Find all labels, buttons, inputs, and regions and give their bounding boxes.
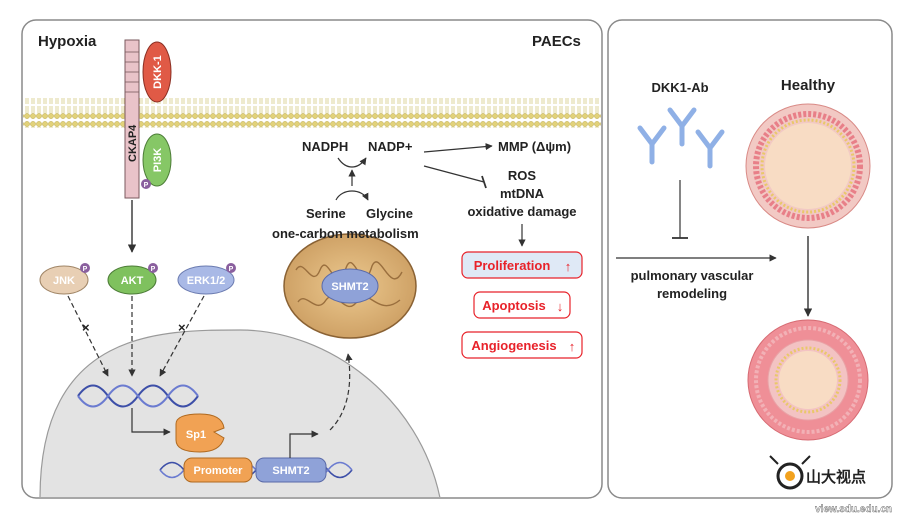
proliferation-arrow: ↑ [565,259,572,274]
jnk-kinase [39,265,89,295]
proliferation-label: Proliferation [474,258,551,273]
pi3k-phospho-label: P [144,182,149,189]
transcription-arrow [289,430,319,458]
dkk1-ligand [142,41,172,103]
sp1-label: Sp1 [186,429,206,441]
sp1-factor [175,413,225,453]
mmp-label: MMP (Δψm) [498,139,571,154]
dna-to-sp1-arrow [131,408,171,436]
apoptosis-box [473,291,571,319]
pi3k-enzyme [142,133,172,187]
jnk-block-mark: × [82,320,90,335]
nadp-to-mmp-arrow [423,142,493,153]
akt-label: AKT [121,275,144,287]
remodeled-vessel [747,319,869,441]
ros-label: ROS [508,168,537,183]
jnk-phospho-badge [80,263,90,273]
watermark-name: 山大视点 [806,468,866,486]
gene-to-mito-arrow [329,353,353,431]
glycine-label: Glycine [366,206,413,221]
angiogenesis-label: Angiogenesis [471,338,556,353]
watermark-url: view.sdu.edu.cn [815,504,892,515]
metabolism-label: one-carbon metabolism [272,226,419,241]
nadp-inhibits-ros-line [423,165,485,183]
cell-membrane [23,98,601,128]
pi3k-phospho-badge [141,179,151,189]
promoter-label: Promoter [194,465,244,477]
nadp-label: NADP+ [368,139,413,154]
apoptosis-label: Apoptosis [482,298,546,313]
shmt2-gene-label: SHMT2 [272,465,309,477]
healthy-vessel [745,103,871,229]
angiogenesis-box [461,331,583,359]
erk-to-dna-arrow [159,295,205,377]
angiogenesis-arrow: ↑ [569,339,576,354]
mtdna-label: mtDNA [500,186,545,201]
jnk-to-dna-arrow [67,295,109,377]
condition-label: Hypoxia [38,33,97,50]
ckap4-receptor [124,39,140,199]
oxidative-damage-label: oxidative damage [467,204,576,219]
jnk-label: JNK [53,275,75,287]
dkk1-label: DKK-1 [152,55,164,89]
promoter-region [183,457,253,483]
pi3k-label: PI3K [152,148,164,173]
ckap4-label: CKAP4 [127,124,139,162]
antibody-label: DKK1-Ab [651,80,708,95]
akt-phospho-badge [148,263,158,273]
nadph-conversion-arrow [337,157,367,168]
nadph-label: NADPH [302,139,348,154]
erk-label: ERK1/2 [187,275,226,287]
serine-label: Serine [306,206,346,221]
serine-glycine-arrow [335,190,369,201]
antibody-icon [637,107,725,169]
shmt2-gene [255,457,327,483]
remodeling-label-line1: pulmonary vascular [631,268,754,283]
shmt2-enzyme-label: SHMT2 [331,281,368,293]
proliferation-box [461,251,583,279]
erk-block-mark: × [178,320,186,335]
jnk-phospho-label: P [83,266,88,273]
akt-phospho-label: P [151,266,156,273]
remodeling-label-line2: remodeling [657,286,727,301]
watermark-logo [769,455,811,490]
erk-phospho-label: P [229,266,234,273]
apoptosis-arrow: ↓ [557,299,564,314]
nucleus [39,329,441,497]
akt-kinase [107,265,157,295]
dna-helix [77,384,199,408]
shmt2-enzyme [321,268,379,304]
healthy-label: Healthy [781,77,836,94]
erk-phospho-badge [226,263,236,273]
ros-inhibition-bar [481,175,487,189]
erk-kinase [177,265,235,295]
cell-type-label: PAECs [532,33,581,50]
